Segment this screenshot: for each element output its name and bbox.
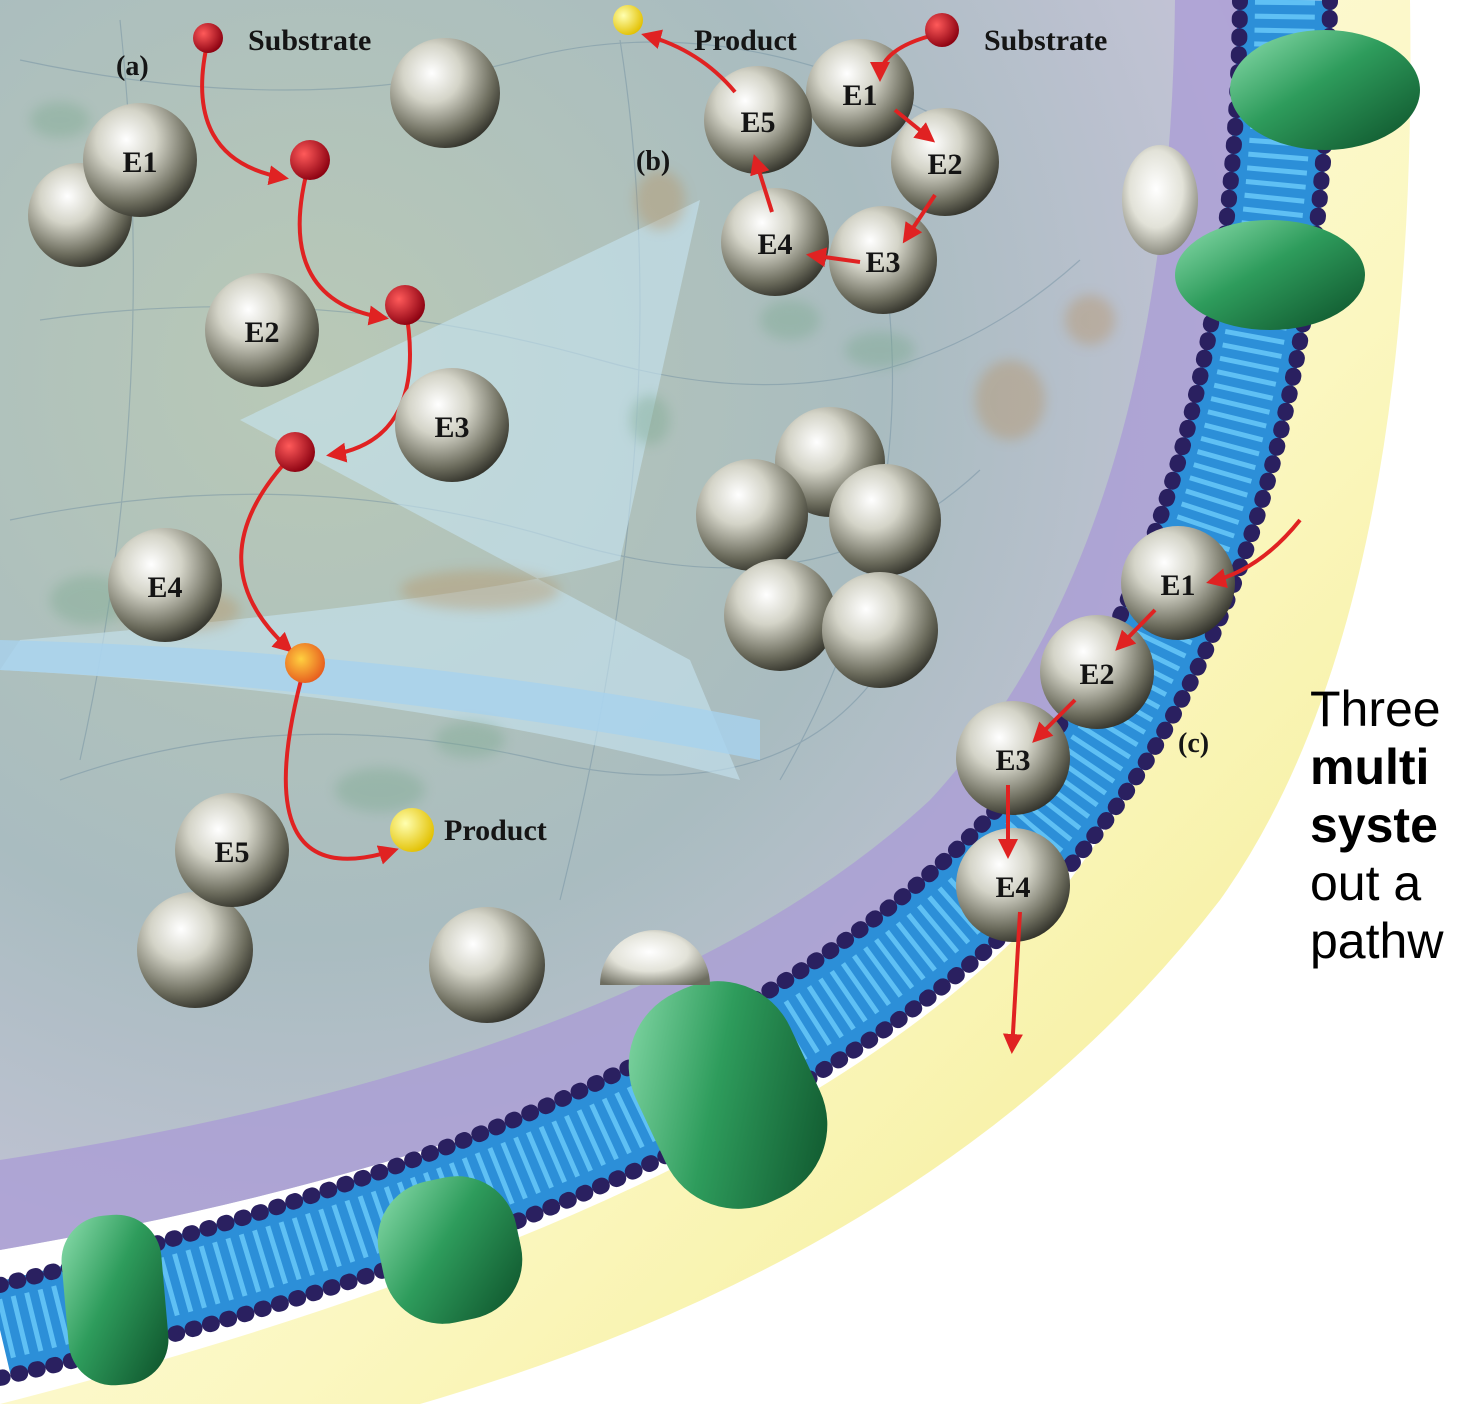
product-a-label: Product xyxy=(444,814,547,847)
enzyme-c1-label: E1 xyxy=(1160,569,1195,602)
enzyme-b5-label: E5 xyxy=(740,106,775,139)
intermediate-4 xyxy=(285,643,325,683)
intermediate-1 xyxy=(290,140,330,180)
enzyme-b3-label: E3 xyxy=(865,246,900,279)
product-a xyxy=(390,808,434,852)
caption-line-3: syste xyxy=(1310,796,1459,854)
intermediate-2 xyxy=(385,285,425,325)
enzyme-c2-label: E2 xyxy=(1079,658,1114,691)
intermediate-3 xyxy=(275,432,315,472)
enzyme-a3-label: E3 xyxy=(434,411,469,444)
enzyme-b4-label: E4 xyxy=(757,228,792,261)
channel-protein xyxy=(1230,30,1420,150)
substrate-a xyxy=(193,23,223,53)
substrate-b xyxy=(925,13,959,47)
caption-line-4: out a xyxy=(1310,854,1459,912)
enzyme-b2-label: E2 xyxy=(927,148,962,181)
caption-line-2: multi xyxy=(1310,738,1459,796)
panel-c-label: (c) xyxy=(1178,728,1209,759)
enzyme-a1-label: E1 xyxy=(122,146,157,179)
substrate-a-label: Substrate xyxy=(248,24,371,57)
enzyme-c4-label: E4 xyxy=(995,871,1030,904)
enzyme-a5-label: E5 xyxy=(214,836,249,869)
caption-line-5: pathw xyxy=(1310,912,1459,970)
caption-line-1: Three xyxy=(1310,680,1459,738)
channel-protein xyxy=(1122,145,1198,255)
panel-b-label: (b) xyxy=(636,146,670,177)
panel-a-label: (a) xyxy=(116,51,149,82)
enzyme-c3-label: E3 xyxy=(995,744,1030,777)
channel-protein xyxy=(58,1211,172,1389)
caption: Three multi syste out a pathw xyxy=(1310,680,1459,970)
product-b xyxy=(613,5,643,35)
enzyme-a2-label: E2 xyxy=(244,316,279,349)
product-b-label: Product xyxy=(694,24,797,57)
enzyme-a4-label: E4 xyxy=(147,571,182,604)
enzyme-b1-label: E1 xyxy=(842,79,877,112)
channel-protein xyxy=(1175,220,1365,330)
substrate-b-label: Substrate xyxy=(984,24,1107,57)
